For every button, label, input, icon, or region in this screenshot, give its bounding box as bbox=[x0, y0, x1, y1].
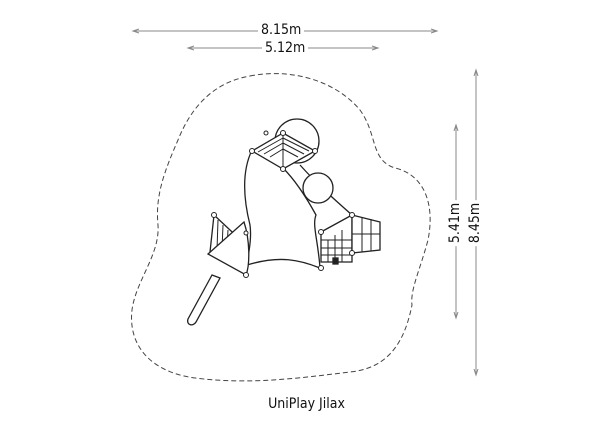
arrowheads bbox=[131, 28, 479, 377]
equipment-width-label: 5.12m bbox=[262, 40, 309, 56]
overall-depth-label: 8.45m bbox=[467, 199, 484, 247]
product-name: UniPlay Jilax bbox=[268, 396, 345, 412]
safety-zone-outline bbox=[131, 73, 431, 382]
frame bbox=[243, 149, 321, 269]
overall-width-label: 8.15m bbox=[258, 22, 305, 38]
play-structure bbox=[187, 118, 381, 326]
posts bbox=[211, 130, 355, 278]
roof-right bbox=[320, 213, 353, 263]
dimension-lines bbox=[131, 28, 479, 377]
slide bbox=[187, 274, 221, 326]
roof-top-hatch bbox=[257, 133, 310, 169]
equipment-depth-label: 5.41m bbox=[447, 199, 464, 247]
round-platform-center bbox=[302, 172, 334, 204]
